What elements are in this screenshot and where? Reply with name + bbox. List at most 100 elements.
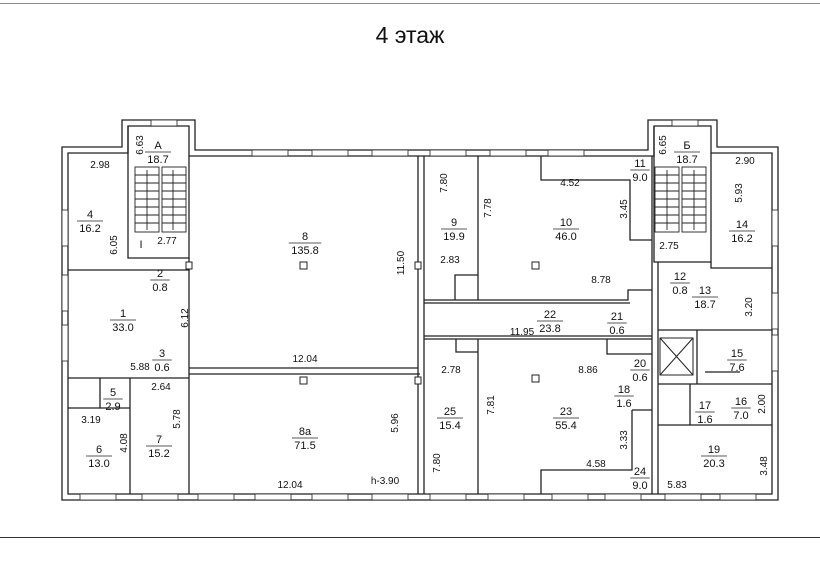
stair-marks: I <box>139 239 142 251</box>
room-number: 5 <box>110 387 116 399</box>
dimension-label: 6.12 <box>180 308 191 328</box>
room-number: 10 <box>560 217 572 229</box>
dimension-label: 2.78 <box>441 365 461 376</box>
room-label: 119.0 <box>630 158 650 184</box>
room-area: 18.7 <box>147 154 168 166</box>
dimension-label: 3.48 <box>759 456 770 476</box>
room-area: 15.2 <box>148 448 169 460</box>
stair-mark: I <box>139 239 142 251</box>
room-label: 181.6 <box>614 384 634 410</box>
elevator-shaft <box>659 337 694 376</box>
dimension-label: 3.45 <box>619 199 630 219</box>
room-labels: А18.7416.220.8133.030.652.9613.0715.2813… <box>77 140 755 492</box>
room-area: 1.6 <box>697 414 712 426</box>
dimension-label: 7.78 <box>483 198 494 218</box>
room-area: 0.6 <box>609 325 624 337</box>
room-number: 3 <box>159 348 165 360</box>
room-label: 416.2 <box>77 209 103 235</box>
room-number: 14 <box>736 219 748 231</box>
room-area: 19.9 <box>443 231 464 243</box>
room-label: 20.8 <box>150 268 170 294</box>
room-area: 33.0 <box>112 322 133 334</box>
room-label: 8а 71.5 <box>292 426 318 452</box>
dimension-label: 7.80 <box>439 173 450 193</box>
room-number: 8а <box>299 426 312 438</box>
dimension-label: 6.65 <box>658 135 669 155</box>
room-label: 13 18.7 <box>692 285 718 311</box>
room-label: 19 20.3 <box>701 444 727 470</box>
room-number: 6 <box>96 444 102 456</box>
dimension-label: h-3.90 <box>371 476 400 487</box>
dimension-label: 5.96 <box>390 413 401 433</box>
room-number: 4 <box>87 209 93 221</box>
room-label: 133.0 <box>110 308 136 334</box>
room-number: 18 <box>618 384 630 396</box>
dimension-label: 2.83 <box>440 255 460 266</box>
bottom-rule <box>0 537 820 538</box>
room-area: 20.3 <box>703 458 724 470</box>
room-number: 19 <box>708 444 720 456</box>
room-label: Б18.7 <box>674 140 700 166</box>
building-walls <box>61 119 779 501</box>
room-area: 18.7 <box>694 299 715 311</box>
room-label: А 18.7 <box>145 140 171 166</box>
dimension-label: 5.93 <box>734 183 745 203</box>
dimension-label: 11.50 <box>396 250 407 275</box>
stairs-b <box>654 166 707 233</box>
room-area: 9.0 <box>632 172 647 184</box>
room-number: 23 <box>560 406 572 418</box>
dimension-label: 3.20 <box>744 297 755 317</box>
dimension-label: 4.08 <box>119 433 130 453</box>
room-number: 8 <box>302 231 308 243</box>
dimension-label: 2.77 <box>157 236 177 247</box>
room-label: 157.6 <box>727 348 747 374</box>
room-number: 13 <box>699 285 711 297</box>
room-area: 135.8 <box>291 245 319 257</box>
dimension-label: 4.52 <box>560 178 580 189</box>
top-rule <box>0 3 820 4</box>
room-number: 16 <box>735 396 747 408</box>
room-area: 18.7 <box>676 154 697 166</box>
room-label: 919.9 <box>441 217 467 243</box>
room-label: 14 16.2 <box>729 219 755 245</box>
room-area: 16.2 <box>79 223 100 235</box>
room-label: 8 135.8 <box>288 231 322 257</box>
dimension-label: 5.88 <box>130 362 150 373</box>
room-number: 9 <box>451 217 457 229</box>
room-area: 7.0 <box>733 410 748 422</box>
room-label: 171.6 <box>695 400 715 426</box>
stairs-a <box>134 166 187 233</box>
room-number: 21 <box>611 311 623 323</box>
room-label: 120.8 <box>670 271 690 297</box>
dimension-label: 8.86 <box>578 365 598 376</box>
room-number: 17 <box>699 400 711 412</box>
room-label: 52.9 <box>103 387 123 413</box>
room-area: 0.8 <box>152 282 167 294</box>
room-number: А <box>154 140 162 152</box>
room-area: 7.6 <box>729 362 744 374</box>
floor-title: 4 этаж <box>375 22 445 48</box>
room-area: 9.0 <box>632 480 647 492</box>
room-label: 249.0 <box>630 466 650 492</box>
dimension-label: 5.83 <box>667 480 687 491</box>
dimension-label: 6.63 <box>135 135 146 155</box>
room-area: 23.8 <box>539 323 560 335</box>
dimension-label: 8.78 <box>591 275 611 286</box>
room-label: 167.0 <box>731 396 751 422</box>
dimension-label: 2.64 <box>151 382 171 393</box>
room-area: 71.5 <box>294 440 315 452</box>
room-label: 210.6 <box>607 311 627 337</box>
room-area: 16.2 <box>731 233 752 245</box>
room-number: 7 <box>156 434 162 446</box>
room-number: 11 <box>634 158 645 170</box>
room-number: 12 <box>674 271 686 283</box>
room-area: 46.0 <box>555 231 576 243</box>
room-label: 613.0 <box>86 444 112 470</box>
room-number: 24 <box>634 466 646 478</box>
room-area: 2.9 <box>105 401 120 413</box>
windows <box>61 119 779 501</box>
room-label: 10 46.0 <box>553 217 579 243</box>
dimension-label: 2.90 <box>735 156 755 167</box>
